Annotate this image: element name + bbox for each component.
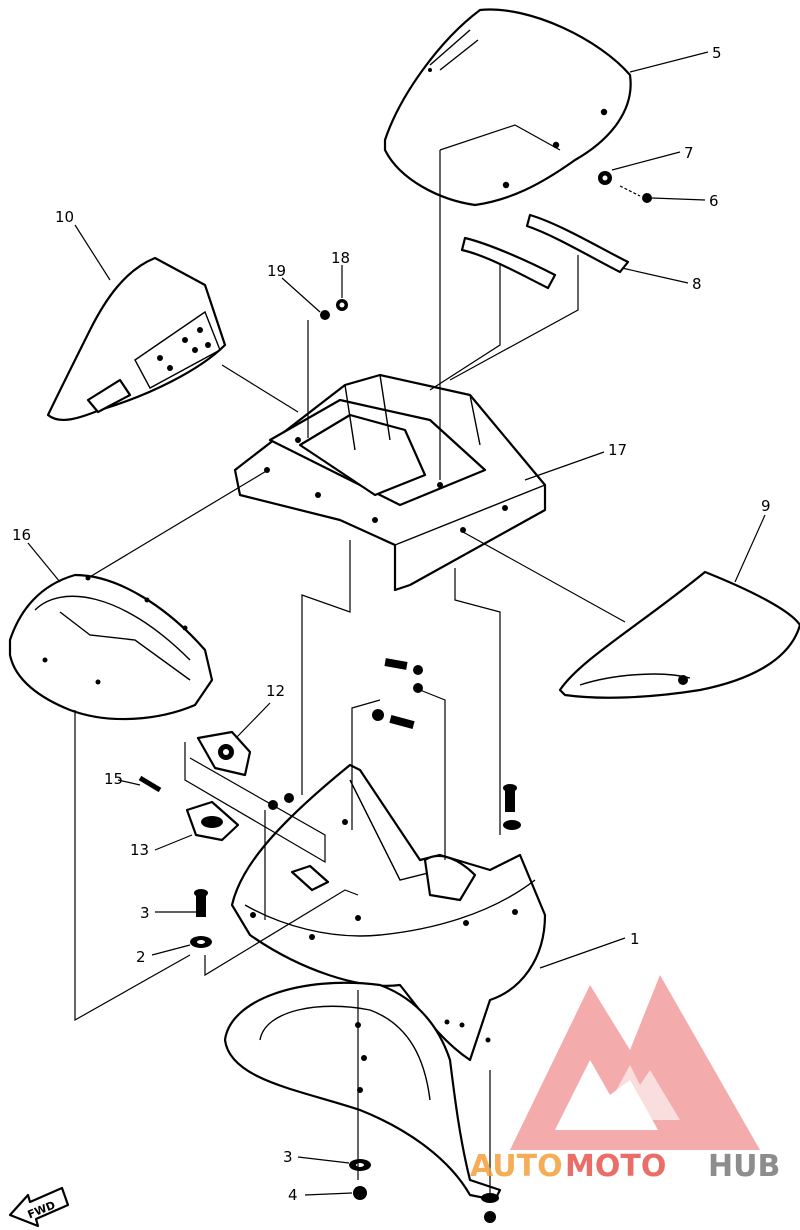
callout-3-top: 3 — [140, 904, 150, 922]
lower-cowl-part — [230, 763, 547, 1062]
trim-strip-part — [460, 213, 630, 290]
nut-part — [320, 299, 348, 320]
bolt-part — [372, 658, 423, 729]
watermark-logo — [510, 975, 760, 1150]
grommet-part — [598, 171, 612, 185]
svg-text:HUB: HUB — [708, 1149, 780, 1184]
callout-labels: 5 7 6 8 10 19 18 17 16 9 12 15 13 3 2 1 … — [12, 44, 771, 1204]
nut-small-part — [268, 793, 294, 810]
screw-part — [619, 185, 652, 203]
svg-text:MOTO: MOTO — [565, 1149, 666, 1184]
callout-9: 9 — [761, 497, 771, 515]
watermark-text: AUTO MOTO HUB — [470, 1149, 780, 1184]
callout-16: 16 — [12, 526, 31, 544]
callout-12: 12 — [266, 682, 285, 700]
plate-part — [185, 800, 240, 842]
callout-2: 2 — [136, 948, 146, 966]
nut-4-part — [353, 1186, 367, 1200]
callout-10: 10 — [55, 208, 74, 226]
callout-13: 13 — [130, 841, 149, 859]
windscreen-part — [383, 8, 632, 207]
callout-15: 15 — [104, 770, 123, 788]
callout-18: 18 — [331, 249, 350, 267]
forward-arrow: FWD — [8, 1186, 70, 1228]
callout-19: 19 — [267, 262, 286, 280]
callout-8: 8 — [692, 275, 702, 293]
base-plate-part — [223, 981, 502, 1202]
switch-part — [196, 730, 252, 777]
callout-17: 17 — [608, 441, 627, 459]
callout-leaders — [27, 51, 766, 1196]
right-side-cover-part — [558, 570, 800, 699]
washer-2-part — [190, 936, 212, 948]
callout-6: 6 — [709, 192, 719, 210]
callout-3-bottom: 3 — [283, 1148, 293, 1166]
left-side-cover-part — [46, 256, 227, 422]
callout-7: 7 — [684, 144, 694, 162]
upper-bracket-part — [233, 373, 547, 592]
assembly-guide-lines — [74, 124, 626, 1195]
bolt-right-part — [503, 784, 521, 830]
headlight-cover-part — [8, 573, 214, 721]
screw-15-part — [138, 775, 162, 793]
washer-3-part — [349, 1159, 371, 1171]
svg-text:AUTO: AUTO — [470, 1149, 563, 1184]
callout-1: 1 — [630, 930, 640, 948]
bolt-3-part — [194, 889, 208, 917]
washer-right-bottom-part — [481, 1193, 499, 1223]
callout-5: 5 — [712, 44, 722, 62]
callout-4: 4 — [288, 1186, 298, 1204]
